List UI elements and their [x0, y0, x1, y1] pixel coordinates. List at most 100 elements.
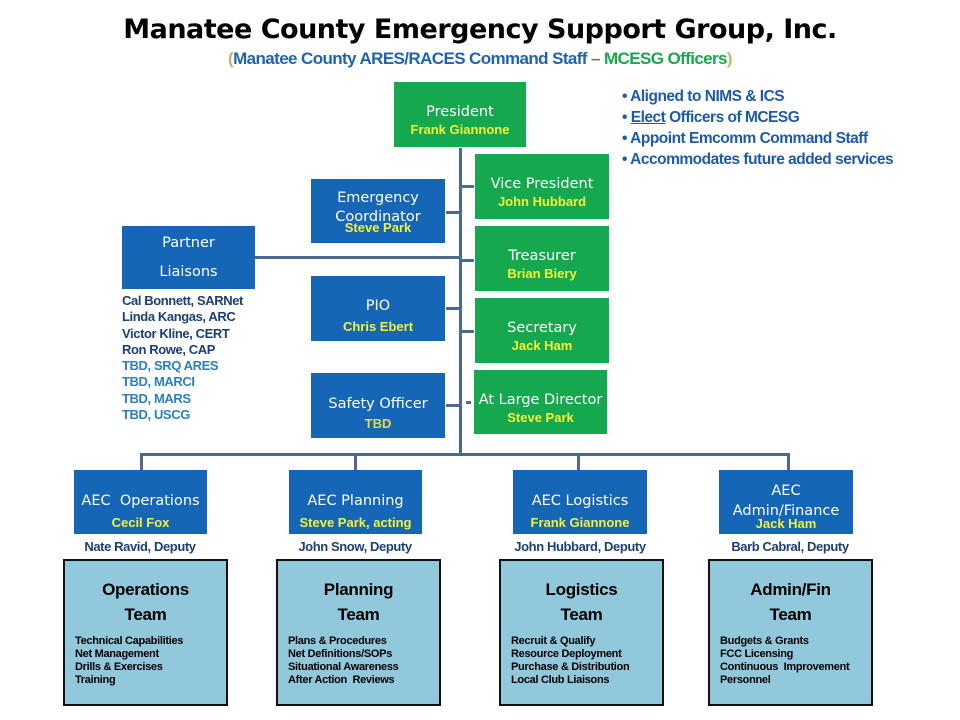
aec-planning-name: Steve Park, acting	[299, 515, 412, 530]
safety-officer-box[interactable]: Safety Officer TBD	[311, 373, 445, 438]
subtitle-close-paren: )	[726, 49, 733, 68]
admin-finance-deputy: Barb Cabral, Deputy	[731, 539, 849, 554]
president-role: President	[426, 104, 494, 120]
president-name: Frank Giannone	[410, 122, 510, 137]
secretary-box[interactable]: Secretary Jack Ham	[475, 298, 609, 363]
key-point: • Aligned to NIMS & ICS	[622, 88, 785, 105]
bullet-icon: •	[622, 130, 627, 147]
president-box[interactable]: President Frank Giannone	[394, 82, 526, 147]
admin-fin-duties: Budgets & Grants FCC Licensing Continuou…	[710, 635, 871, 687]
connector-main-vertical	[459, 148, 462, 455]
operations-team-box[interactable]: Operations Team Technical Capabilities N…	[63, 559, 228, 706]
partner-item: TBD, MARS	[122, 390, 191, 406]
admin-fin-team-title-line2: Team	[769, 605, 812, 624]
connector-logistics	[577, 453, 580, 471]
duty-item: Training	[75, 674, 116, 686]
underlined-word: Elect	[630, 109, 666, 126]
operations-team-title-line2: Team	[124, 605, 167, 624]
planning-team-title-line2: Team	[337, 605, 380, 624]
partner-item: TBD, SRQ ARES	[122, 358, 219, 374]
duty-item: Drills & Exercises	[75, 661, 163, 673]
vice-president-box[interactable]: Vice President John Hubbard	[475, 154, 609, 219]
duty-item: FCC Licensing	[720, 648, 794, 660]
emergency-coordinator-role-line2: Coordinator	[335, 209, 421, 225]
duty-item: Purchase & Distribution	[511, 661, 630, 673]
connector-vp	[461, 185, 474, 188]
logistics-team-title-line2: Team	[560, 605, 603, 624]
bullet-icon: •	[622, 151, 627, 168]
bullet-icon: •	[622, 88, 627, 105]
treasurer-name: Brian Biery	[507, 266, 577, 281]
planning-deputy: John Snow, Deputy	[298, 539, 412, 554]
connector-treasurer	[461, 259, 474, 262]
partner-item: TBD, USCG	[122, 407, 190, 423]
logistics-team-title-line1: Logistics	[545, 580, 618, 599]
duty-item: Personnel	[720, 674, 771, 686]
partner-item: Cal Bonnett, SARNet	[122, 293, 243, 308]
at-large-director-role: At Large Director	[478, 392, 603, 408]
connector-at-large	[466, 401, 471, 404]
operations-deputy: Nate Ravid, Deputy	[84, 539, 196, 554]
pio-box[interactable]: PIO Chris Ebert	[311, 276, 445, 341]
aec-admin-finance-role-line2: Admin/Finance	[732, 503, 840, 519]
duty-item: Budgets & Grants	[720, 635, 809, 647]
aec-admin-finance-role-line1: AEC	[771, 483, 801, 499]
safety-officer-name: TBD	[364, 416, 392, 431]
secretary-role: Secretary	[507, 320, 577, 336]
admin-fin-team-box[interactable]: Admin/Fin Team Budgets & Grants FCC Lice…	[708, 559, 873, 706]
planning-team-box[interactable]: Planning Team Plans & Procedures Net Def…	[276, 559, 441, 706]
vice-president-role: Vice President	[490, 176, 594, 192]
connector-safety	[446, 404, 460, 407]
duty-item: Plans & Procedures	[288, 635, 387, 647]
aec-logistics-name: Frank Giannone	[530, 515, 630, 530]
aec-operations-role: AEC Operations	[81, 493, 200, 509]
duty-item: Net Definitions/SOPs	[288, 648, 393, 660]
duty-item: Situational Awareness	[288, 661, 399, 673]
aec-logistics-role: AEC Logistics	[531, 493, 629, 509]
connector-admin	[787, 453, 790, 471]
logistics-duties: Recruit & Qualify Resource Deployment Pu…	[501, 635, 662, 687]
at-large-director-box[interactable]: At Large Director Steve Park	[474, 370, 607, 434]
connector-ec	[446, 211, 460, 214]
planning-team-title-line1: Planning	[323, 580, 394, 599]
connector-planning	[354, 453, 357, 471]
aec-operations-box[interactable]: AEC Operations Cecil Fox	[74, 470, 207, 534]
pio-role: PIO	[365, 298, 391, 314]
vice-president-name: John Hubbard	[497, 194, 587, 209]
duty-item: Net Management	[75, 648, 159, 660]
logistics-deputy: John Hubbard, Deputy	[514, 539, 646, 554]
pio-name: Chris Ebert	[342, 319, 414, 334]
aec-admin-finance-name: Jack Ham	[755, 516, 817, 531]
partner-liaisons-role-line1: Partner	[162, 235, 215, 251]
duty-item: Local Club Liaisons	[511, 674, 610, 686]
partner-item: Ron Rowe, CAP	[122, 341, 216, 357]
key-point: • Appoint Emcomm Command Staff	[622, 130, 868, 147]
treasurer-box[interactable]: Treasurer Brian Biery	[475, 226, 609, 291]
treasurer-role: Treasurer	[508, 248, 576, 264]
at-large-director-name: Steve Park	[507, 410, 574, 425]
partner-liaisons-role-line2: Liaisons	[159, 264, 218, 280]
emergency-coordinator-role-line1: Emergency	[337, 190, 419, 206]
duty-item: Resource Deployment	[511, 648, 622, 660]
emergency-coordinator-box[interactable]: Emergency Coordinator Steve Park	[311, 179, 445, 243]
connector-partner	[255, 256, 460, 259]
partner-liaisons-box[interactable]: Partner Liaisons	[122, 226, 255, 289]
aec-operations-name: Cecil Fox	[111, 515, 170, 530]
operations-team-title-line1: Operations	[102, 580, 189, 599]
operations-duties: Technical Capabilities Net Management Dr…	[65, 635, 226, 687]
secretary-name: Jack Ham	[511, 338, 573, 353]
connector-secretary	[461, 330, 474, 333]
logistics-team-box[interactable]: Logistics Team Recruit & Qualify Resourc…	[499, 559, 664, 706]
key-point: • Accommodates future added services	[622, 151, 894, 168]
key-points-list: • Aligned to NIMS & ICS • Elect Officers…	[622, 86, 894, 170]
aec-planning-box[interactable]: AEC Planning Steve Park, acting	[289, 470, 422, 534]
duty-item: After Action Reviews	[288, 674, 395, 686]
aec-logistics-box[interactable]: AEC Logistics Frank Giannone	[513, 470, 647, 534]
key-point: • Elect Officers of MCESG	[622, 109, 800, 126]
connector-ops	[140, 453, 143, 471]
aec-planning-role: AEC Planning	[307, 493, 404, 509]
safety-officer-role: Safety Officer	[328, 396, 428, 412]
connector-pio	[446, 307, 460, 310]
aec-admin-finance-box[interactable]: AEC Admin/Finance Jack Ham	[719, 470, 853, 534]
chart-title: Manatee County Emergency Support Group, …	[123, 14, 837, 45]
